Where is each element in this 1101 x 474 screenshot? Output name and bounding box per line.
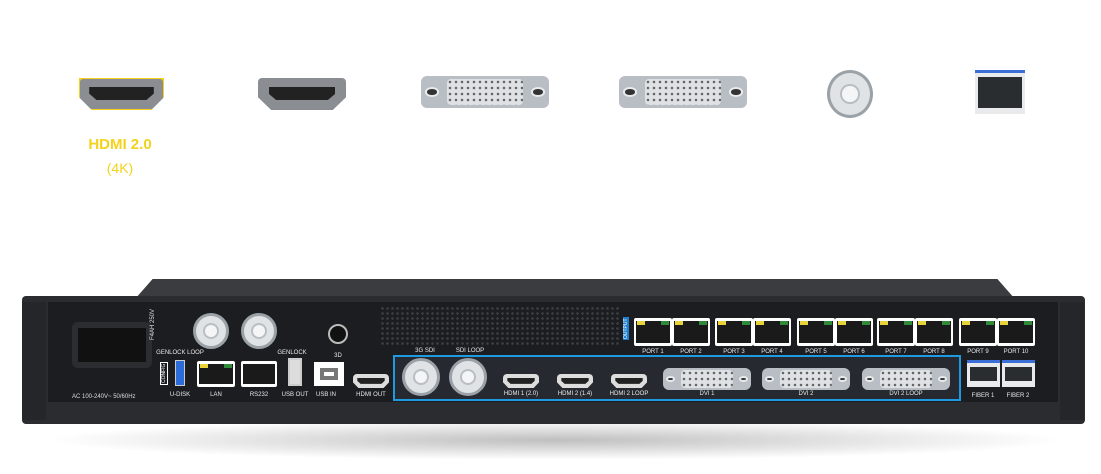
output-port-label: PORT 2 (680, 349, 702, 355)
3d-label: 3D (334, 353, 342, 359)
rack-ear-left (22, 302, 46, 420)
bnc-connector-icon (827, 70, 873, 118)
output-port-label: PORT 3 (723, 349, 745, 355)
hdmi-out-label: HDMI OUT (356, 392, 386, 398)
output-port-label: PORT 8 (923, 349, 945, 355)
hdmi-2-port[interactable] (557, 374, 593, 388)
output-port-label: PORT 5 (805, 349, 827, 355)
hdmi-connector-icon (258, 78, 346, 110)
rs232-label: RS232 (249, 392, 269, 398)
output-port-2[interactable] (672, 318, 710, 346)
highlight-subtitle: (4K) (106, 160, 134, 176)
3d-port[interactable] (328, 324, 348, 344)
dvi-1-port[interactable] (663, 368, 751, 390)
output-port-label: PORT 7 (885, 349, 907, 355)
dvi-2-loop-port[interactable] (862, 368, 950, 390)
output-port-7[interactable] (877, 318, 915, 346)
dvi-1-label: DVI 1 (699, 391, 715, 397)
output-port-3[interactable] (715, 318, 753, 346)
usb-disk-port[interactable] (175, 360, 185, 386)
3g-sdi-bnc[interactable] (402, 358, 440, 396)
usb-in-label: USB IN (315, 392, 337, 398)
fiber-1-port[interactable] (967, 360, 1000, 387)
hdmi-1-port[interactable] (503, 374, 539, 388)
sfp-fiber-connector-icon (975, 70, 1025, 114)
dvi-connector-icon (619, 76, 747, 108)
output-port-1[interactable] (634, 318, 672, 346)
output-port-9[interactable] (959, 318, 997, 346)
sdi-loop-label: SDI LOOP (455, 348, 485, 354)
device-top (135, 279, 1015, 299)
genlock-loop-bnc[interactable] (193, 313, 229, 349)
u-disk-label: U-DISK (169, 392, 191, 398)
fiber-2-label: FIBER 2 (1006, 393, 1030, 399)
power-inlet[interactable] (72, 322, 152, 368)
config-label: CONFIG (160, 361, 168, 385)
genlock-label: GENLOCK (277, 350, 307, 356)
fiber-2-port[interactable] (1002, 360, 1035, 387)
hdmi-1-label: HDMI 1 (2.0) (503, 391, 539, 397)
fiber-1-label: FIBER 1 (971, 393, 995, 399)
output-port-8[interactable] (915, 318, 953, 346)
output-port-label: PORT 6 (843, 349, 865, 355)
sdi-loop-bnc[interactable] (449, 358, 487, 396)
device-shadow (40, 420, 1070, 460)
fuse-label: F4AH 250V (150, 308, 156, 340)
output-port-label: PORT 9 (967, 349, 989, 355)
output-port-5[interactable] (797, 318, 835, 346)
hdmi-2-label: HDMI 2 (1.4) (557, 391, 593, 397)
vent-grille (380, 306, 620, 346)
genlock-bnc[interactable] (241, 313, 277, 349)
output-tag: OUTPUT (623, 317, 629, 340)
lan-port[interactable] (197, 361, 235, 387)
output-port-4[interactable] (753, 318, 791, 346)
hdmi-out-port[interactable] (353, 374, 389, 388)
hdmi-2-loop-port[interactable] (611, 374, 647, 388)
highlight-title: HDMI 2.0 (88, 136, 152, 153)
output-port-6[interactable] (835, 318, 873, 346)
usb-out-port[interactable] (288, 358, 302, 386)
rack-ear-right (1060, 302, 1084, 420)
output-port-10[interactable] (997, 318, 1035, 346)
dvi-2-label: DVI 2 (798, 391, 814, 397)
genlock-loop-label: GENLOCK LOOP (156, 350, 204, 356)
3g-sdi-label: 3G SDI (415, 348, 435, 354)
dvi-connector-icon (421, 76, 549, 108)
usb-out-label: USB OUT (281, 392, 309, 398)
ac-label: AC 100-240V~ 50/60Hz (72, 394, 136, 400)
lan-label: LAN (210, 392, 222, 398)
output-port-label: PORT 4 (761, 349, 783, 355)
rs232-port[interactable] (241, 361, 277, 387)
hdmi-connector-highlighted-icon (79, 78, 164, 110)
usb-in-port[interactable] (314, 362, 344, 386)
output-port-label: PORT 1 (642, 349, 664, 355)
dvi-2-loop-label: DVI 2 LOOP (889, 391, 923, 397)
output-port-label: PORT 10 (1003, 349, 1029, 355)
dvi-2-port[interactable] (762, 368, 850, 390)
hdmi-2-loop-label: HDMI 2 LOOP (609, 391, 649, 397)
